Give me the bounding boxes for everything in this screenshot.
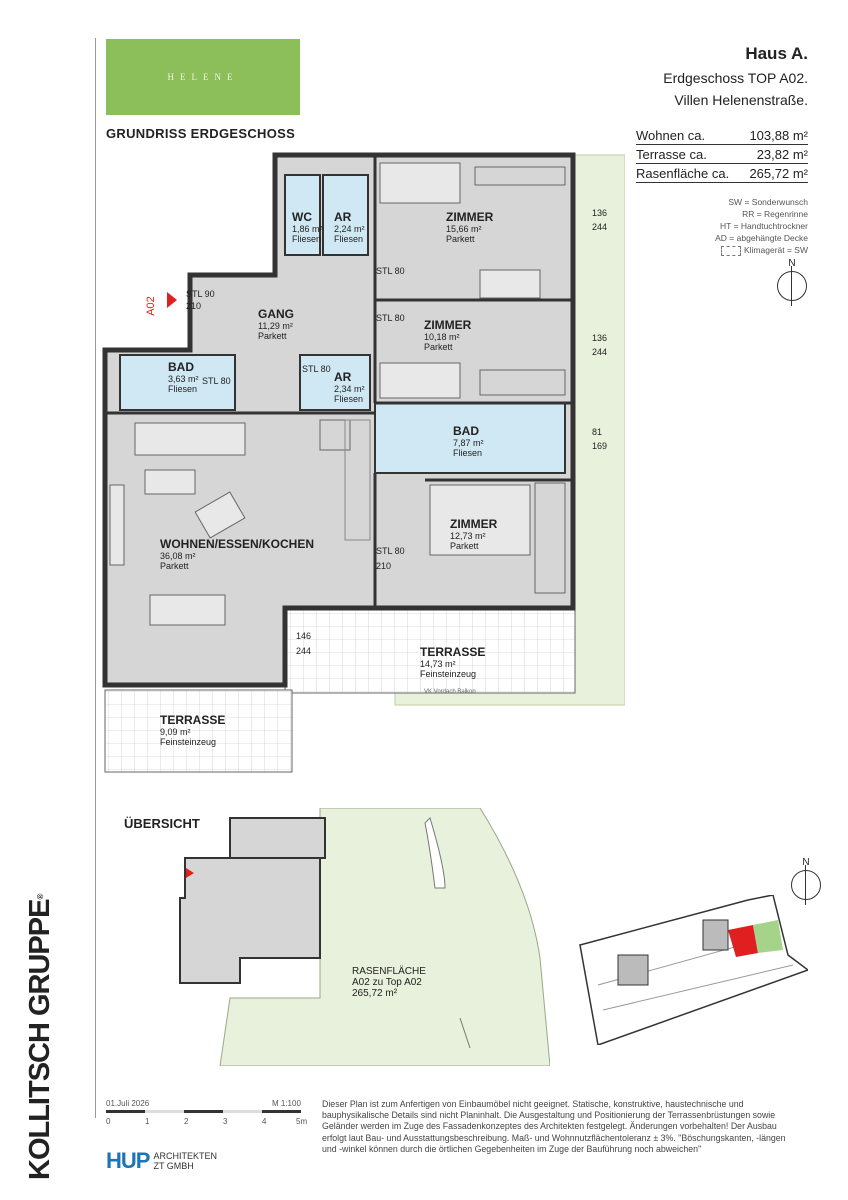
north-arrow-icon: N xyxy=(790,857,822,905)
legend: SW = Sonderwunsch RR = Regenrinne HT = H… xyxy=(715,197,808,256)
area-summary: Wohnen ca.103,88 m² Terrasse ca.23,82 m²… xyxy=(636,126,808,183)
door-label: 210 xyxy=(376,561,392,571)
disclaimer-text: Dieser Plan ist zum Anfertigen von Einba… xyxy=(322,1099,786,1154)
dimension-label: 169 xyxy=(592,441,608,451)
lawn-label: RASENFLÄCHE A02 zu Top A02 265,72 m² xyxy=(352,966,426,999)
door-label: STL 80 xyxy=(302,364,331,374)
house-title: Haus A. xyxy=(745,44,808,63)
dimension-label: 136 xyxy=(592,333,608,343)
area-row: Rasenfläche ca.265,72 m² xyxy=(636,166,808,183)
area-row: Wohnen ca.103,88 m² xyxy=(636,128,808,145)
header-block: Haus A. Erdgeschoss TOP A02. Villen Hele… xyxy=(663,44,808,108)
dimension-label: 244 xyxy=(296,646,312,656)
dimension-label: 146 xyxy=(296,631,312,641)
dimension-label: 136 xyxy=(592,208,608,218)
north-arrow-icon: N xyxy=(776,258,808,306)
dimension-label: 244 xyxy=(592,347,608,357)
entrance-label: A02 xyxy=(144,296,157,316)
company-logo: KOLLITSCH GRUPPE® xyxy=(24,894,56,1180)
dimension-label: 244 xyxy=(592,222,608,232)
floor-unit: Erdgeschoss TOP A02. xyxy=(663,70,808,86)
page-divider-line xyxy=(95,38,96,1118)
floor-plan xyxy=(102,152,625,773)
section-title: GRUNDRISS ERDGESCHOSS xyxy=(106,126,296,141)
helene-logo: HELENE xyxy=(106,39,300,115)
door-label: STL 80 xyxy=(376,546,405,556)
site-location-map xyxy=(579,895,808,1045)
door-label: STL 80 xyxy=(376,266,405,276)
vordach-label: VK Vordach Balkon xyxy=(424,689,476,695)
scale-bar xyxy=(106,1110,302,1113)
door-label: STL 90 xyxy=(186,289,215,299)
air-conditioner-icon xyxy=(720,245,741,256)
overview-title: ÜBERSICHT xyxy=(124,816,200,831)
plan-date: 01.Juli 2026 xyxy=(106,1099,150,1108)
door-label: STL 80 xyxy=(376,313,405,323)
door-label: 210 xyxy=(186,301,202,311)
door-label: STL 80 xyxy=(202,376,231,386)
project-name: Villen Helenenstraße. xyxy=(674,92,808,108)
dimension-label: 81 xyxy=(592,427,603,437)
plan-scale: M 1:100 xyxy=(272,1099,301,1108)
area-row: Terrasse ca.23,82 m² xyxy=(636,147,808,164)
overview-site-plan xyxy=(179,808,550,1066)
